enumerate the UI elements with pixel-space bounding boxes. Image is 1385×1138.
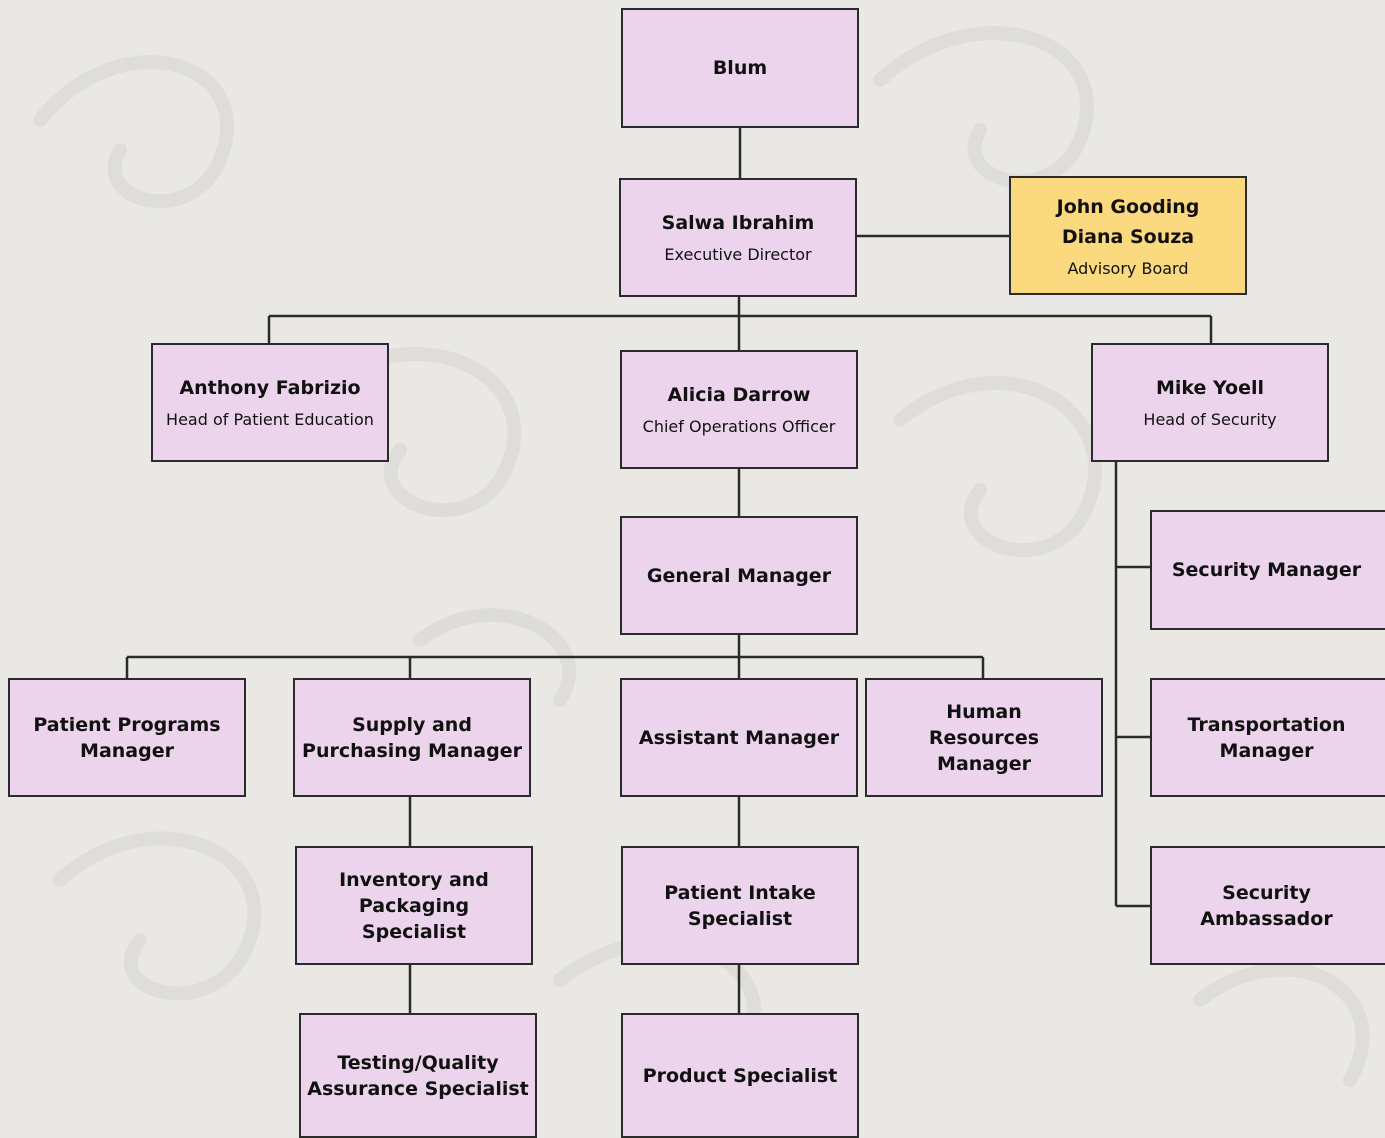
node-name: Product Specialist xyxy=(642,1064,838,1087)
node-name: Blum xyxy=(712,57,768,79)
node-name: Human Resources Manager xyxy=(928,700,1040,775)
node-name: Assistant Manager xyxy=(638,726,840,749)
node-name: Security Manager xyxy=(1171,559,1362,581)
node-name: General Manager xyxy=(646,564,832,587)
node-name: Inventory and Packaging Specialist xyxy=(339,868,489,943)
org-node-executive-director: Salwa Ibrahim Executive Director xyxy=(619,178,857,297)
node-name: Transportation Manager xyxy=(1187,713,1346,762)
node-name: Patient Programs Manager xyxy=(33,713,221,762)
org-node-blum: Blum xyxy=(621,8,859,128)
org-node-supply-purchasing-manager: Supply and Purchasing Manager xyxy=(293,678,531,797)
org-node-chief-operations-officer: Alicia Darrow Chief Operations Officer xyxy=(620,350,858,469)
org-node-human-resources-manager: Human Resources Manager xyxy=(865,678,1103,797)
node-title: Chief Operations Officer xyxy=(642,416,836,436)
org-node-head-patient-education: Anthony Fabrizio Head of Patient Educati… xyxy=(151,343,389,462)
org-node-product-specialist: Product Specialist xyxy=(621,1013,859,1138)
org-node-advisory-board: John Gooding Diana Souza Advisory Board xyxy=(1009,176,1247,295)
node-name: Anthony Fabrizio xyxy=(179,376,361,399)
node-name: Mike Yoell xyxy=(1155,376,1265,399)
org-node-head-of-security: Mike Yoell Head of Security xyxy=(1091,343,1329,462)
node-name-2: Diana Souza xyxy=(1061,225,1195,248)
org-node-patient-intake-specialist: Patient Intake Specialist xyxy=(621,846,859,965)
org-node-security-manager: Security Manager xyxy=(1150,510,1385,630)
node-name-1: John Gooding xyxy=(1056,195,1200,218)
org-node-inventory-packaging-specialist: Inventory and Packaging Specialist xyxy=(295,846,533,965)
org-node-security-ambassador: Security Ambassador xyxy=(1150,846,1385,965)
org-node-patient-programs-manager: Patient Programs Manager xyxy=(8,678,246,797)
node-title: Advisory Board xyxy=(1067,258,1189,278)
node-name: Salwa Ibrahim xyxy=(661,211,815,234)
node-name: Testing/Quality Assurance Specialist xyxy=(307,1051,529,1100)
node-name: Supply and Purchasing Manager xyxy=(302,713,522,762)
org-node-assistant-manager: Assistant Manager xyxy=(620,678,858,797)
node-title: Head of Patient Education xyxy=(166,409,374,429)
node-name: Patient Intake Specialist xyxy=(664,881,816,930)
node-title: Executive Director xyxy=(664,244,812,264)
org-node-transportation-manager: Transportation Manager xyxy=(1150,678,1385,797)
node-name: Alicia Darrow xyxy=(667,383,811,406)
node-name: Security Ambassador xyxy=(1200,881,1333,930)
node-title: Head of Security xyxy=(1143,409,1277,429)
org-node-testing-qa-specialist: Testing/Quality Assurance Specialist xyxy=(299,1013,537,1138)
org-node-general-manager: General Manager xyxy=(620,516,858,635)
